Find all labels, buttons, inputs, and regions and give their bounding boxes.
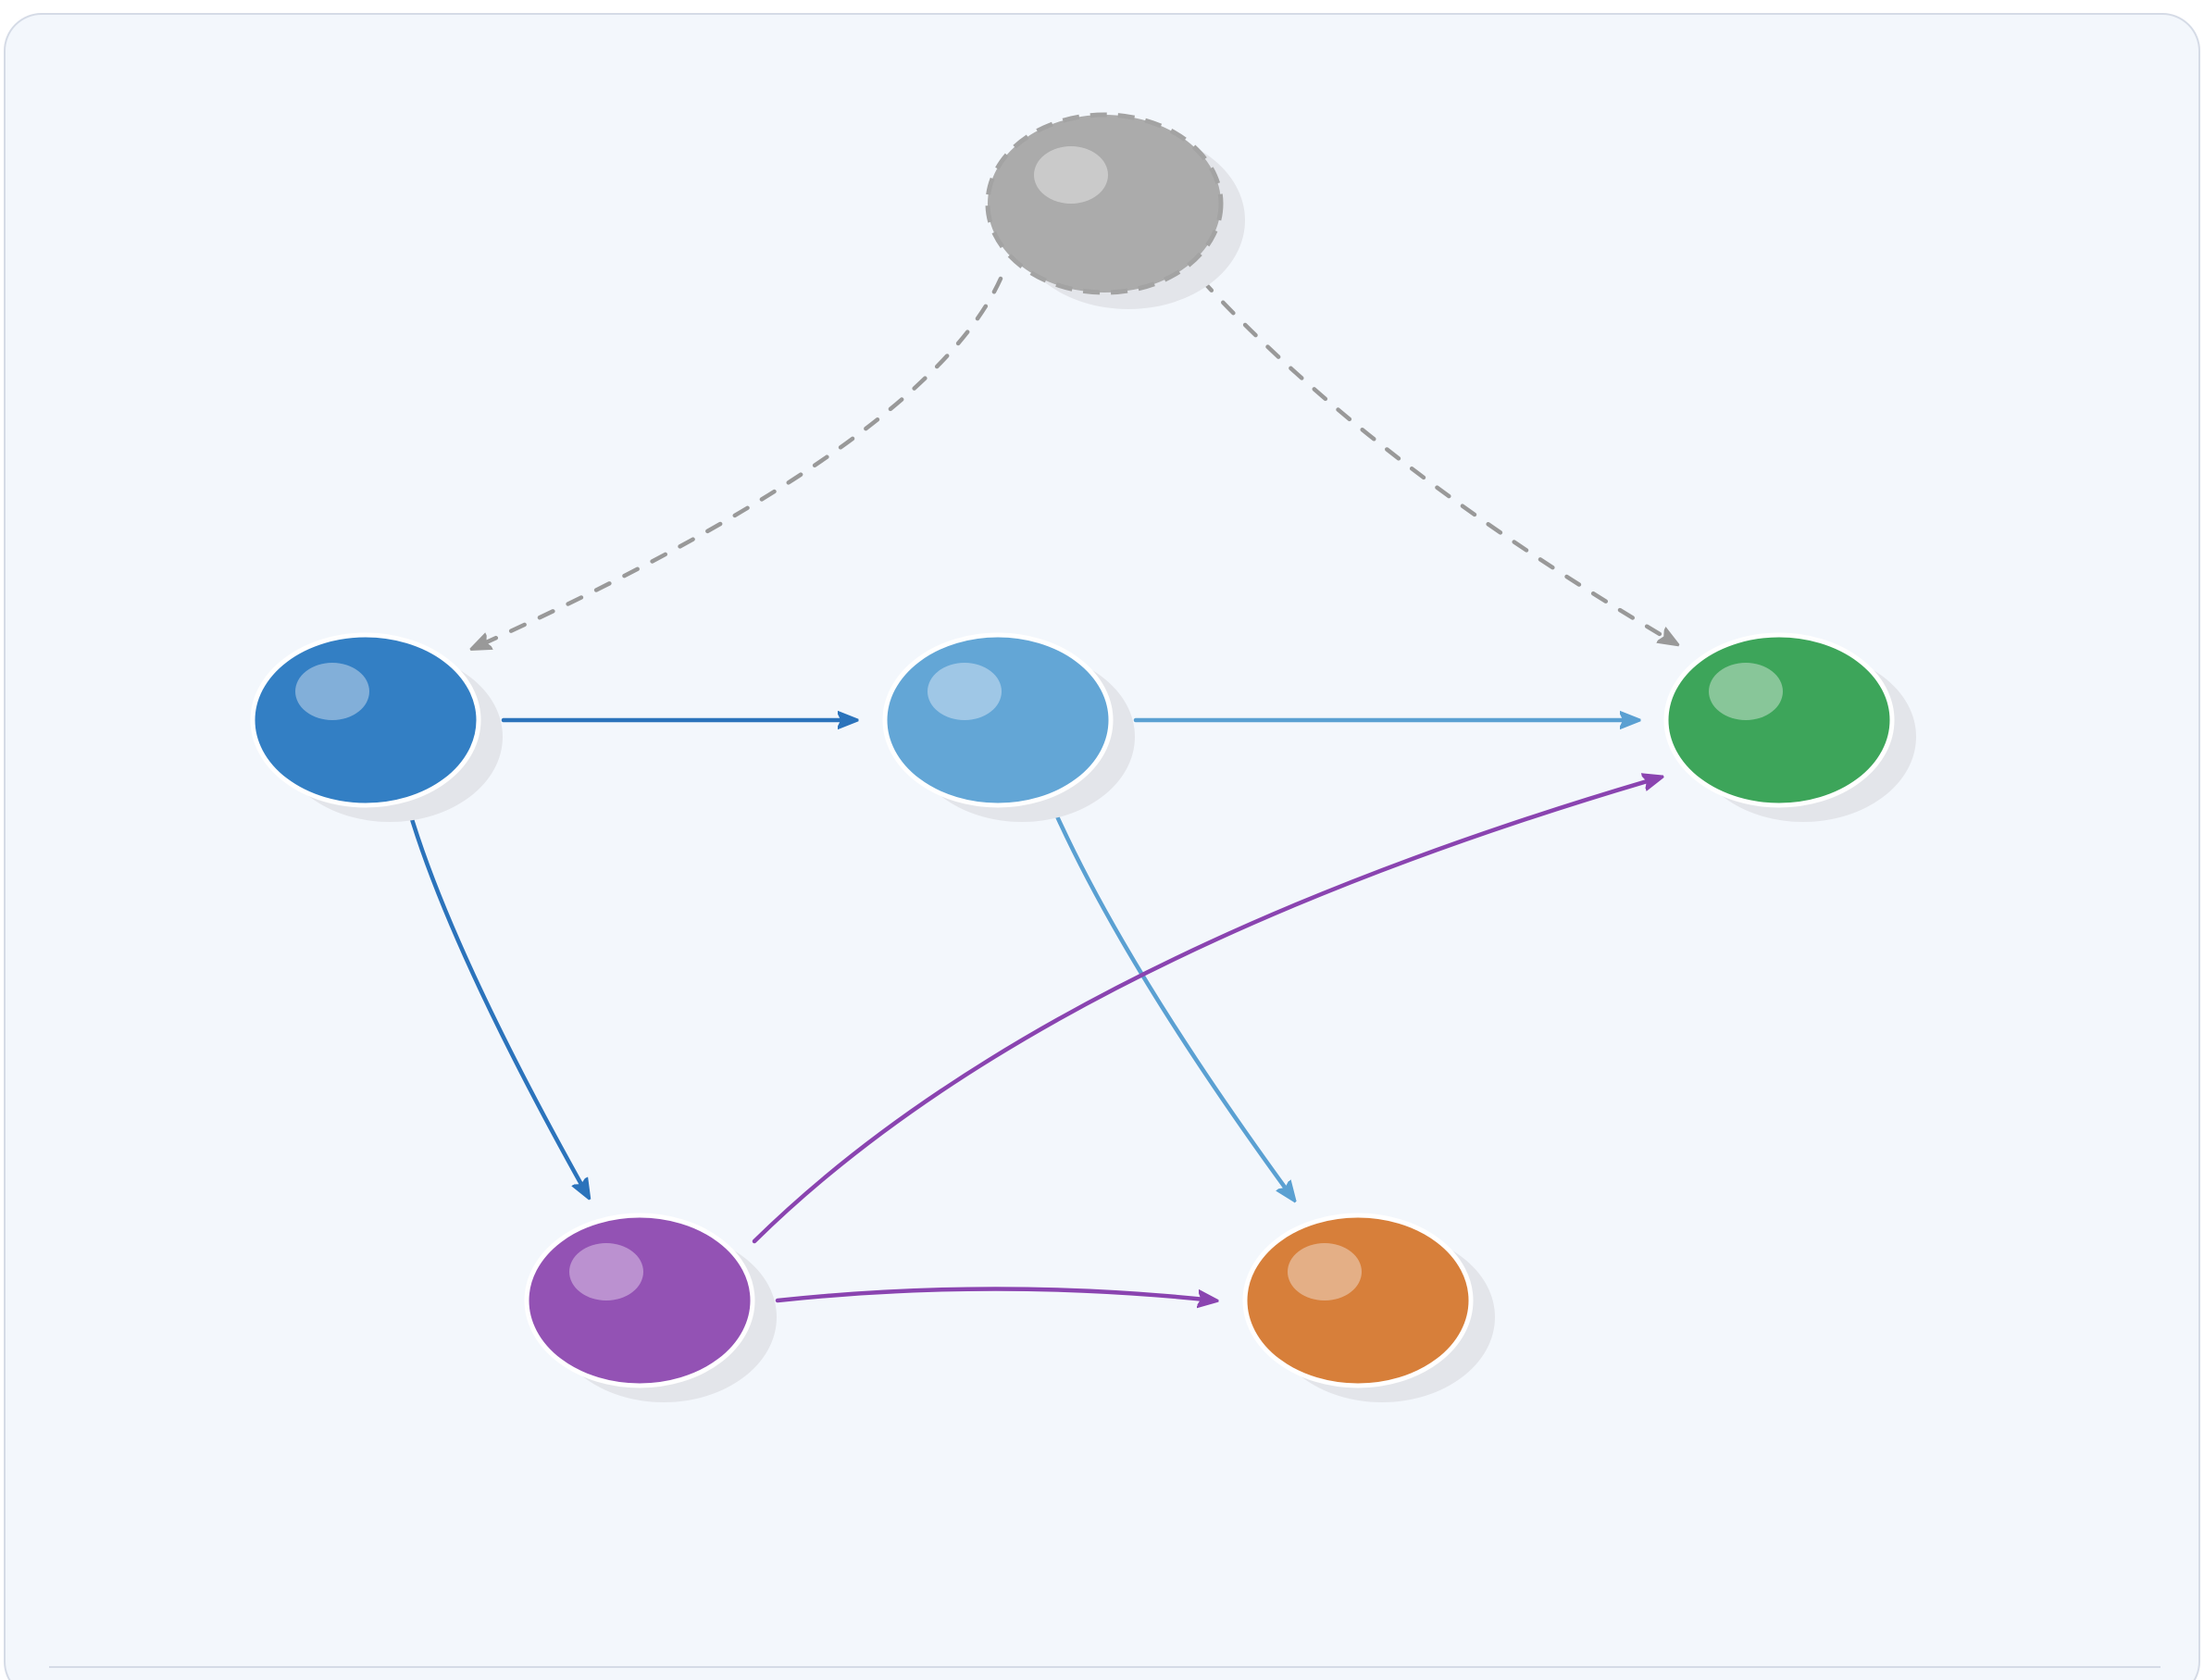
node-body [882,632,1114,808]
node-e[interactable] [1242,1213,1495,1402]
node-b[interactable] [882,632,1135,822]
edge-node-a-to-node-d[interactable] [409,816,588,1196]
edge-node-b-to-node-e[interactable] [1054,814,1293,1199]
node-highlight [1709,663,1783,720]
node-body [1242,1213,1474,1388]
node-highlight [928,663,1002,720]
node-highlight [1034,146,1108,204]
edge-source-to-node-a[interactable] [474,276,1003,648]
node-body [250,632,481,808]
edge-node-d-to-node-e[interactable] [775,1287,1214,1301]
node-body [524,1213,755,1388]
node-d[interactable] [524,1213,777,1402]
node-body [1663,632,1895,808]
node-highlight [1288,1243,1362,1300]
edge-node-d-to-node-c[interactable] [752,778,1660,1244]
node-highlight [295,663,369,720]
node-body [985,112,1224,295]
node-a[interactable] [250,632,503,822]
node-c[interactable] [1663,632,1916,822]
edge-source-to-node-c[interactable] [1199,277,1675,643]
node-source[interactable] [985,112,1245,309]
node-highlight [569,1243,643,1300]
